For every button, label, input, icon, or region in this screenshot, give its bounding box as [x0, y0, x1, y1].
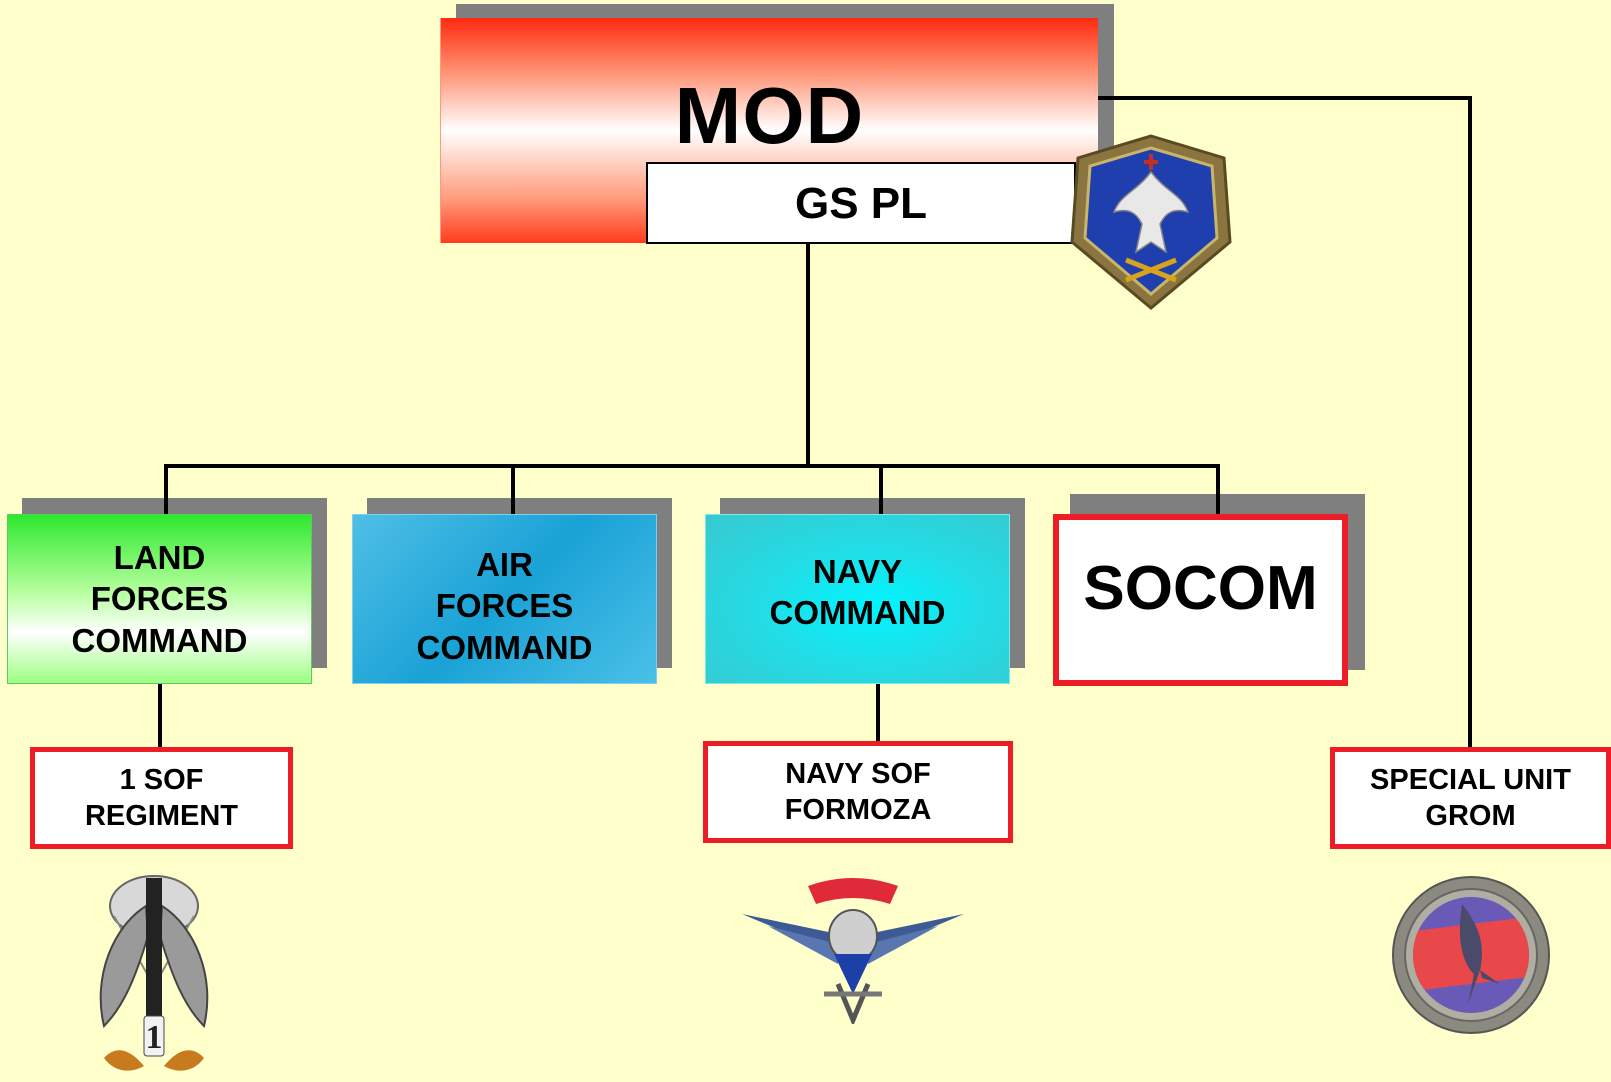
connector-mod-right — [1098, 96, 1472, 100]
navysof-line-1: NAVY SOF — [785, 757, 931, 790]
connector-commands-bus — [164, 464, 1220, 468]
gs-pl-label: GS PL — [794, 178, 928, 228]
navy-sof-formoza-box: NAVY SOF FORMOZA — [703, 741, 1013, 843]
general-staff-emblem — [1070, 134, 1232, 310]
land-line-1: LAND — [113, 539, 206, 577]
connector-air — [511, 464, 515, 514]
connector-land — [164, 464, 168, 514]
grom-emblem — [1392, 876, 1550, 1034]
air-line-2: FORCES — [435, 587, 574, 625]
1-sof-regiment-box: 1 SOF REGIMENT — [30, 747, 293, 849]
connector-navy — [879, 464, 883, 514]
navy-line-2: COMMAND — [769, 594, 946, 631]
navysof-line-2: FORMOZA — [784, 794, 932, 826]
air-line-1: AIR — [476, 546, 533, 584]
navy-sof-formoza-emblem — [742, 878, 964, 1024]
connector-navy-sof — [876, 684, 880, 741]
sof-line-1: 1 SOF — [119, 763, 204, 796]
special-unit-grom-box: SPECIAL UNIT GROM — [1330, 747, 1611, 849]
sof-line-2: REGIMENT — [84, 800, 239, 832]
land-forces-command-box: LAND FORCES COMMAND — [7, 514, 312, 684]
connector-land-sof — [158, 684, 162, 747]
mod-title: MOD — [674, 71, 865, 160]
1-sof-regiment-emblem: 1 — [99, 875, 209, 1071]
air-line-3: COMMAND — [416, 628, 593, 666]
navy-line-1: NAVY — [812, 552, 903, 590]
land-line-3: COMMAND — [71, 621, 248, 659]
air-forces-command-box: AIR FORCES COMMAND — [352, 514, 657, 684]
connector-socom — [1216, 464, 1220, 514]
navy-command-box: NAVY COMMAND — [705, 514, 1010, 684]
grom-line-1: SPECIAL UNIT — [1370, 763, 1571, 796]
connector-gs-down — [806, 244, 810, 464]
socom-box: SOCOM — [1053, 514, 1348, 686]
gs-pl-box: GS PL — [646, 162, 1076, 244]
connector-grom-down — [1468, 96, 1472, 747]
grom-line-2: GROM — [1425, 800, 1516, 832]
svg-text:1: 1 — [146, 1019, 163, 1056]
socom-label: SOCOM — [1083, 554, 1318, 624]
land-line-2: FORCES — [90, 580, 229, 618]
